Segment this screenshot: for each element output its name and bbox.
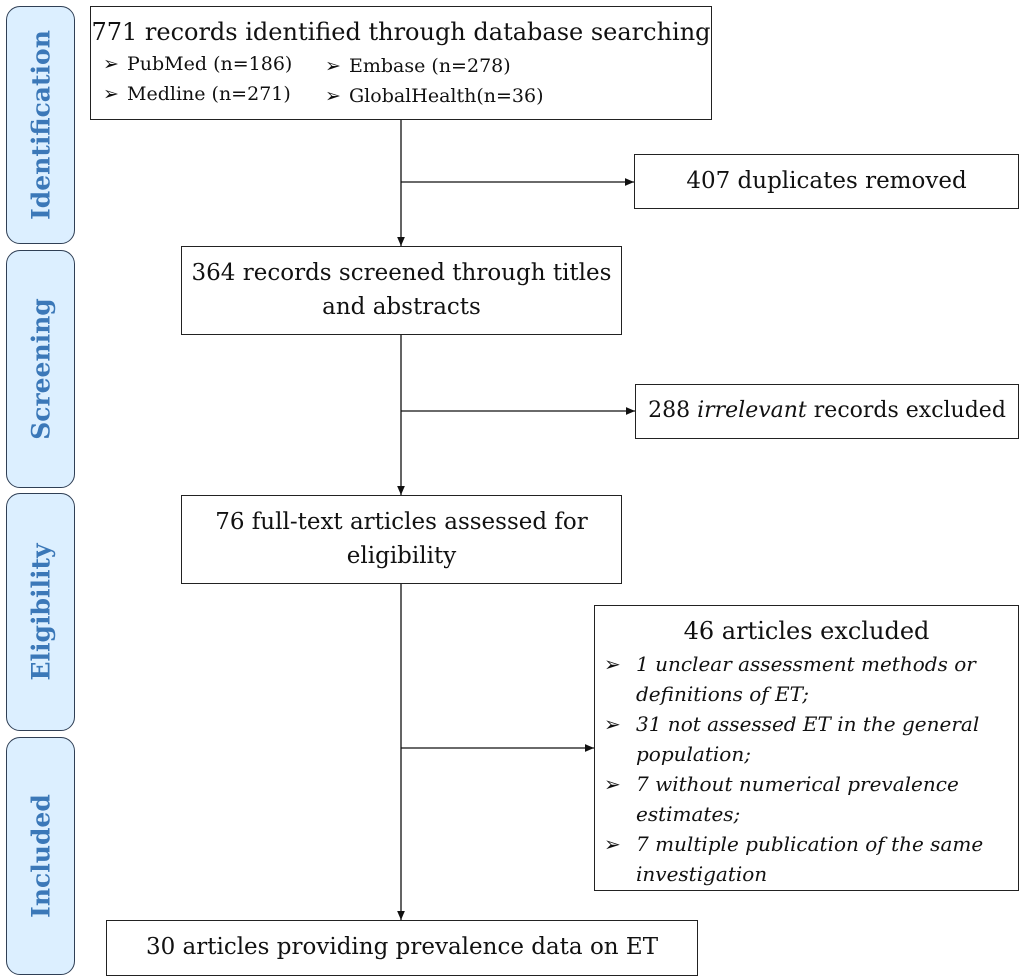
bullet-arrow-icon: ➢ xyxy=(325,55,341,77)
records-identified-title: 771 records identified through database … xyxy=(91,18,711,46)
box-records-screened: 364 records screened through titles and … xyxy=(181,246,622,335)
stage-eligibility: Eligibility xyxy=(6,493,75,731)
included-text: 30 articles providing prevalence data on… xyxy=(145,934,659,960)
duplicates-text: 407 duplicates removed xyxy=(686,168,967,194)
source-globalhealth: ➢ GlobalHealth(n=36) xyxy=(325,81,544,111)
box-fulltext-assessed: 76 full-text articles assessed for eligi… xyxy=(181,495,622,584)
fulltext-line-1: 76 full-text articles assessed for xyxy=(215,509,588,535)
source-pubmed: ➢ PubMed (n=186) xyxy=(103,49,292,79)
bullet-arrow-icon: ➢ xyxy=(604,652,621,676)
source-medline: ➢ Medline (n=271) xyxy=(103,79,291,109)
bullet-arrow-icon: ➢ xyxy=(604,772,621,796)
box-articles-included: 30 articles providing prevalence data on… xyxy=(106,920,698,976)
box-records-identified: 771 records identified through database … xyxy=(90,6,712,120)
bullet-arrow-icon: ➢ xyxy=(604,832,621,856)
source-list: ➢ PubMed (n=186) ➢ Embase (n=278) ➢ Medl… xyxy=(103,49,703,115)
irrelevant-text: 288 irrelevant records excluded xyxy=(648,398,1006,423)
bullet-arrow-icon: ➢ xyxy=(604,712,621,736)
bullet-arrow-icon: ➢ xyxy=(103,83,119,105)
excluded-title: 46 articles excluded xyxy=(683,617,930,645)
stage-screening: Screening xyxy=(6,250,75,488)
stage-identification: Identification xyxy=(6,6,75,244)
screened-line-2: and abstracts xyxy=(322,294,481,320)
box-irrelevant-excluded: 288 irrelevant records excluded xyxy=(635,384,1019,439)
source-embase: ➢ Embase (n=278) xyxy=(325,51,511,81)
box-duplicates-removed: 407 duplicates removed xyxy=(634,154,1019,209)
fulltext-line-2: eligibility xyxy=(346,543,457,569)
bullet-arrow-icon: ➢ xyxy=(325,85,341,107)
stage-included: Included xyxy=(6,737,75,975)
bullet-arrow-icon: ➢ xyxy=(103,53,119,75)
box-articles-excluded: 46 articles excluded ➢ 1 unclear assessm… xyxy=(594,605,1019,891)
screened-line-1: 364 records screened through titles xyxy=(191,260,612,286)
